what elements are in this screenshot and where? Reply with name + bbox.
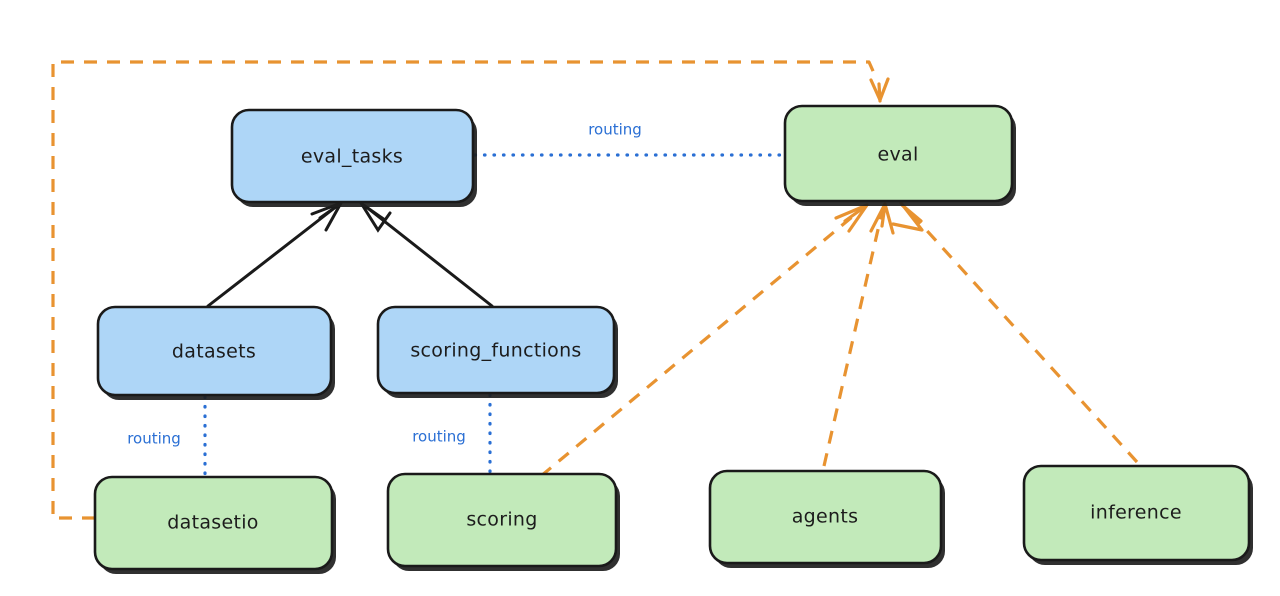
node-datasetio-label: datasetio [167,512,258,534]
edge-agents-to-eval-path [822,211,884,467]
node-scoring[interactable]: scoring [386,472,620,571]
node-eval[interactable]: eval [783,104,1016,206]
edge-scoring_functions-to-eval_tasks-arrowhead [359,201,392,233]
node-inference[interactable]: inference [1022,464,1253,565]
node-agents[interactable]: agents [708,469,945,568]
edge-datasets-to-eval_tasks-path [206,204,339,308]
node-datasetio-body [93,475,334,571]
node-eval_tasks[interactable]: eval_tasks [230,108,477,207]
node-inference-label: inference [1090,502,1182,524]
node-scoring_functions[interactable]: scoring_functions [376,305,618,398]
edge-scoring_functions-to-eval_tasks [359,201,494,308]
edge-label-datasets-to-datasetio: routing [127,430,181,448]
node-scoring-label: scoring [466,509,537,531]
edge-scoring-to-eval-arrowtail [843,204,868,223]
node-scoring-body [386,472,618,568]
node-agents-body [708,469,943,565]
node-scoring_functions-label: scoring_functions [410,340,581,362]
node-scoring_functions-body [376,305,616,395]
edge-datasetio-to-eval-arrowtail [877,82,882,103]
node-datasetio[interactable]: datasetio [93,475,336,574]
edge-scoring_functions-to-scoring: routing [412,393,492,474]
edge-label-eval_tasks-to-eval: routing [588,121,642,139]
node-eval_tasks-label: eval_tasks [301,146,403,168]
node-agents-label: agents [792,506,859,528]
node-eval_tasks-body [230,108,475,204]
edge-inference-to-eval-path [908,210,1139,464]
edge-datasetio-to-eval-path [51,60,879,520]
edge-datasets-to-eval_tasks [206,200,345,308]
edge-scoring_functions-to-eval_tasks-path [363,204,494,308]
edge-agents-to-eval [822,202,895,467]
edge-agents-to-eval-arrowtail [880,203,887,228]
node-eval-label: eval [877,144,918,166]
edge-inference-to-eval [891,201,1139,464]
node-datasets[interactable]: datasets [96,305,335,400]
edge-eval_tasks-to-eval: routing [473,121,785,157]
node-inference-body [1022,464,1251,562]
edge-inference-to-eval-arrowtail [900,203,923,223]
edge-label-scoring_functions-to-scoring: routing [412,428,466,446]
edge-datasetio-to-eval [51,60,890,520]
node-datasets-label: datasets [172,341,256,363]
node-datasets-body [96,305,333,397]
edge-datasets-to-datasetio: routing [127,395,207,477]
node-eval-body [783,104,1014,203]
